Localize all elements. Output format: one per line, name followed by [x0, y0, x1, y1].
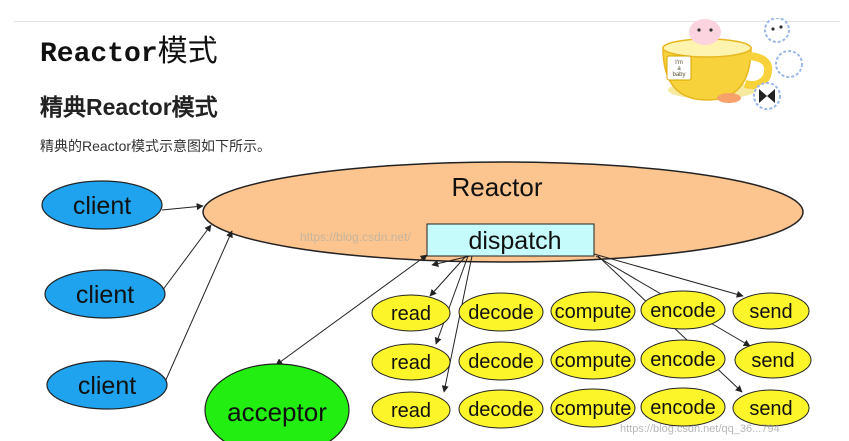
decode-label-3: decode: [468, 399, 534, 421]
reactor-node: [202, 161, 804, 263]
bubble-top: [764, 18, 790, 43]
decode-node-3: [458, 389, 544, 429]
compute-label-3: compute: [555, 398, 632, 420]
read-label-1: read: [391, 303, 431, 325]
arrow-dispatch-send1: [593, 253, 744, 298]
send-label-2: send: [751, 350, 794, 372]
client-node-1: client: [41, 180, 163, 230]
mug-tag-text-3: baby: [672, 72, 685, 78]
mug-handle: [744, 52, 773, 89]
encode-label-2: encode: [650, 349, 716, 371]
dispatch-node: [426, 223, 595, 257]
read-node-1: [371, 294, 451, 332]
encode-node-3: [640, 387, 726, 427]
arrow-client3-reactor: [164, 230, 233, 383]
bubble-dot-1: [771, 27, 775, 31]
butterfly-icon: [759, 89, 775, 103]
arrow-client2-reactor: [161, 224, 212, 292]
mug-tag: [666, 55, 692, 81]
top-divider: [14, 21, 840, 22]
arrow-client1-reactor: [161, 203, 204, 211]
page-title-latin: Reactor: [40, 39, 158, 70]
client-node-2: client: [44, 269, 166, 319]
compute-node-2: [550, 340, 636, 380]
encode-label-3: encode: [650, 397, 716, 419]
read-label-3: read: [391, 400, 431, 422]
handler-row-2: read decode compute encode send: [371, 339, 812, 381]
character-head: [689, 19, 721, 45]
arrow-dispatch-read-pre: [431, 255, 471, 267]
compute-node-1: [550, 291, 636, 331]
dispatch-label: dispatch: [468, 227, 561, 255]
send-node-1: [732, 292, 810, 330]
watermark-corner: https://blog.csdn.net/qq_36...794: [620, 423, 780, 435]
arrow-dispatch-read1: [429, 255, 467, 297]
client-label-1: client: [73, 192, 131, 220]
read-node-2: [371, 343, 451, 381]
client-shape-1: [41, 180, 163, 230]
arrow-dispatch-read2: [434, 255, 469, 345]
compute-label-1: compute: [555, 301, 632, 323]
mug-illustration: I'm a baby: [662, 18, 803, 110]
decode-label-2: decode: [468, 351, 534, 373]
send-label-3: send: [749, 398, 792, 420]
decode-node-2: [458, 341, 544, 381]
bubble-moon: [775, 50, 803, 78]
bubble-dot-2: [779, 25, 783, 29]
encode-node-1: [640, 290, 726, 330]
page-title-cjk: 模式: [157, 35, 218, 68]
client-shape-2: [44, 269, 166, 319]
decode-node-1: [458, 292, 544, 332]
section-title: 精典Reactor模式: [40, 94, 218, 120]
reactor-label: Reactor: [451, 172, 542, 202]
client-label-3: client: [78, 372, 136, 400]
compute-label-2: compute: [555, 350, 632, 372]
cookie: [717, 93, 741, 103]
intro-text: 精典的Reactor模式示意图如下所示。: [40, 138, 272, 154]
encode-label-1: encode: [650, 300, 716, 322]
client-label-2: client: [76, 281, 134, 309]
handler-row-3: read decode compute encode send: [371, 387, 810, 429]
handler-row-1: read decode compute encode send: [371, 290, 810, 332]
acceptor-node: [204, 363, 350, 441]
send-node-2: [734, 341, 812, 379]
acceptor-label: acceptor: [227, 397, 327, 427]
mug-tag-text-2: a: [677, 66, 681, 72]
send-node-3: [732, 389, 810, 427]
encode-node-2: [640, 339, 726, 379]
watermark-center: https://blog.csdn.net/: [300, 230, 411, 244]
send-label-1: send: [749, 301, 792, 323]
arrow-dispatch-read3: [441, 255, 473, 393]
client-node-3: client: [46, 360, 168, 410]
read-node-3: [371, 391, 451, 429]
decode-label-1: decode: [468, 302, 534, 324]
read-label-2: read: [391, 352, 431, 374]
arrow-dispatch-acceptor: [275, 254, 428, 366]
character-eye-left: [697, 28, 701, 32]
page-title: Reactor模式: [40, 26, 218, 70]
compute-node-3: [550, 388, 636, 428]
client-shape-3: [46, 360, 168, 410]
mug-tag-text-1: I'm: [675, 60, 683, 66]
character-eye-right: [709, 28, 713, 32]
